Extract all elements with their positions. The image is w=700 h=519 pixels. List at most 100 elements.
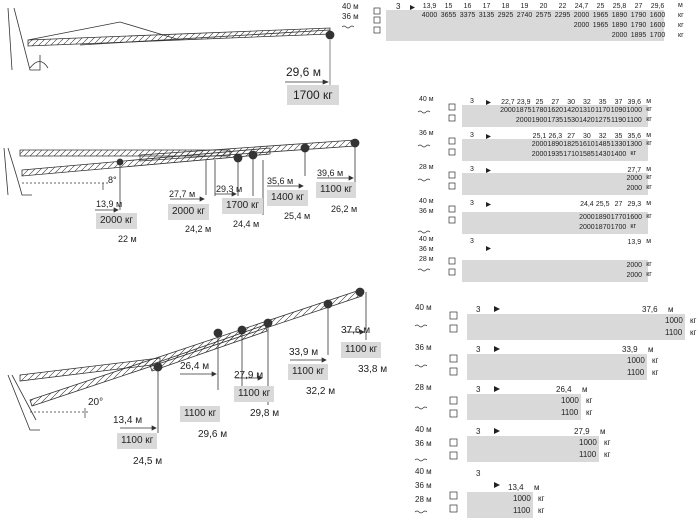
c2-t1-load-cell: 1330 <box>610 141 627 148</box>
c2-t3-unit-m: м <box>646 200 651 207</box>
c2-t1-counter: 3 <box>470 132 474 139</box>
c1-load-cell: 1965 <box>592 22 609 29</box>
c2-t2-load-cell: 2000 <box>626 185 643 192</box>
c3-load-2: 1100 кг <box>180 406 221 422</box>
c2-t4-radius-cell: 13,9 <box>627 239 642 246</box>
c2-t0-load-cell: 1310 <box>579 107 595 114</box>
c1-radius-cell: 15 <box>444 3 453 10</box>
c1-load-cell: 1600 <box>649 12 666 19</box>
c1-load-cell: 1890 <box>611 12 628 19</box>
c2-t1-unit-m: м <box>646 132 651 139</box>
c2-t0-radius-cell: 25 <box>535 99 544 106</box>
c2-load-1: 2000 кг <box>96 213 138 229</box>
c3-t0-unit-kg: кг <box>690 316 697 325</box>
c3-t4-load: 1000 <box>513 494 531 503</box>
c2-t1-radius-cell: 30 <box>582 133 591 140</box>
c1-load-cell: 2295 <box>554 12 571 19</box>
c2-t2-load-row: 2000 <box>626 174 643 183</box>
c2-load-4: 1400 кг <box>267 190 309 206</box>
c3-t4-bg <box>467 492 533 518</box>
c1-unit-kg-1: кг <box>678 12 684 19</box>
c1-load-cell: 2000 <box>573 12 590 19</box>
c1-load-cell: 2925 <box>497 12 514 19</box>
c2-t0-load-cell: 1780 <box>531 107 548 114</box>
c2-load-2: 2000 кг <box>168 204 210 220</box>
c3-t2-load: 1000 <box>561 396 579 405</box>
c3-t1-height: 36 м <box>415 343 432 352</box>
c3-t0-load: 1100 <box>665 328 683 337</box>
c1-load-cell: 1965 <box>592 12 609 19</box>
c2-t3-bg <box>462 212 649 234</box>
c2-t0-load-cell: 1900 <box>531 117 548 124</box>
c3-t3-height: 36 м <box>415 439 432 448</box>
c3-t4-height: 28 м <box>415 495 432 504</box>
c2-t1-radius-cell: 26,3 <box>548 133 563 140</box>
c3-t3-load: 1100 <box>579 450 597 459</box>
c1-table-bg <box>386 10 664 41</box>
c2-t0-load-cell: 1190 <box>610 117 626 124</box>
crane-3-arrows <box>84 329 365 431</box>
crane-1-arrows <box>285 79 329 85</box>
c3-t0-bg <box>467 314 685 340</box>
c2-t1-load-cell: 1890 <box>547 141 564 148</box>
c2-t3-load-cell: 1890 <box>594 214 611 221</box>
c2-t0-load-row: 200018751780162014201310117010901000 <box>500 106 642 115</box>
c2-t0-radius-cell: 32 <box>582 99 591 106</box>
c2-t4-bg <box>462 260 649 282</box>
c2-t0-load-cell: 1420 <box>579 117 595 124</box>
c1-unit-kg-3: кг <box>678 32 684 39</box>
c2-t0-unit-m: м <box>646 98 651 105</box>
c2-t1-height: 36 м <box>419 130 434 137</box>
c2-t1-radius-cell: 27 <box>567 133 575 140</box>
c2-t4-load-row: 2000 <box>626 261 643 270</box>
c2-t2-load-row: 2000 <box>626 184 643 193</box>
c3-t0-unit-kg: кг <box>690 328 697 337</box>
c1-load-cell: 1895 <box>630 32 647 39</box>
c1-reach-label: 29,6 м <box>286 65 321 79</box>
c2-t3-radius-cell: 25,5 <box>595 201 610 208</box>
c3-t4-unit-m: м <box>534 483 540 492</box>
c3-height-1: 24,5 м <box>133 456 163 467</box>
c2-t0-radius-cell: 23,9 <box>516 99 531 106</box>
c2-t2-radius-cell: 27,7 <box>627 167 642 174</box>
c2-t1-load-cell: 1485 <box>594 141 611 148</box>
c1-radius-cell: 22 <box>558 3 567 10</box>
c2-t0-load-cell: 1090 <box>610 107 627 114</box>
c1-load-cell: 1790 <box>630 12 647 19</box>
c2-height-4: 25,4 м <box>284 211 311 221</box>
c3-t0-counter: 3 <box>476 305 481 314</box>
c3-t4-radius: 13,4 <box>508 483 524 492</box>
c2-t3-unit-kg: кг <box>646 213 652 220</box>
c3-height-3: 29,8 м <box>250 408 280 419</box>
c1-unit-kg-2: кг <box>678 22 684 29</box>
c1-load-cell: 3135 <box>478 12 495 19</box>
c3-t1-unit-m: м <box>648 345 654 354</box>
c2-t3-radius-cell: 29,3 <box>627 201 642 208</box>
c3-t4-unit-kg: кг <box>538 494 545 503</box>
c2-t0-load-cell: 1735 <box>547 117 564 124</box>
c2-t3-load-cell: 2000 <box>579 214 595 221</box>
c2-t1-load-cell: 1430 <box>594 151 611 158</box>
c2-t0-load-row: 20001900173515301420127511901100 <box>500 116 642 125</box>
c2-height-5: 26,2 м <box>331 204 358 214</box>
c3-t4-height: 40 м <box>415 467 432 476</box>
c2-t0-load-cell: 1875 <box>515 107 532 114</box>
c2-t4-height: 40 м <box>419 236 434 243</box>
c2-t1-radius-cell: 35 <box>614 133 623 140</box>
c3-reach-3: 27,9 м <box>234 370 264 381</box>
c3-t3-unit-m: м <box>600 427 606 436</box>
c3-t2-unit-kg: кг <box>586 396 593 405</box>
c1-unit-m: м <box>678 2 683 9</box>
c1-load-cell: 2575 <box>535 12 552 19</box>
c2-t0-radius-cell: 30 <box>567 99 575 106</box>
c3-t1-load: 1100 <box>627 368 645 377</box>
c2-t2-unit-m: м <box>646 166 651 173</box>
c2-load-3: 1700 кг <box>222 198 264 214</box>
c1-radius-cell: 17 <box>482 3 491 10</box>
c2-t1-load-cell: 1610 <box>579 141 595 148</box>
c3-load-5: 1100 кг <box>341 342 382 358</box>
c2-t1-load-row: 2000189018251610148513301300 <box>532 140 643 149</box>
c1-load-cell: 1790 <box>630 22 647 29</box>
